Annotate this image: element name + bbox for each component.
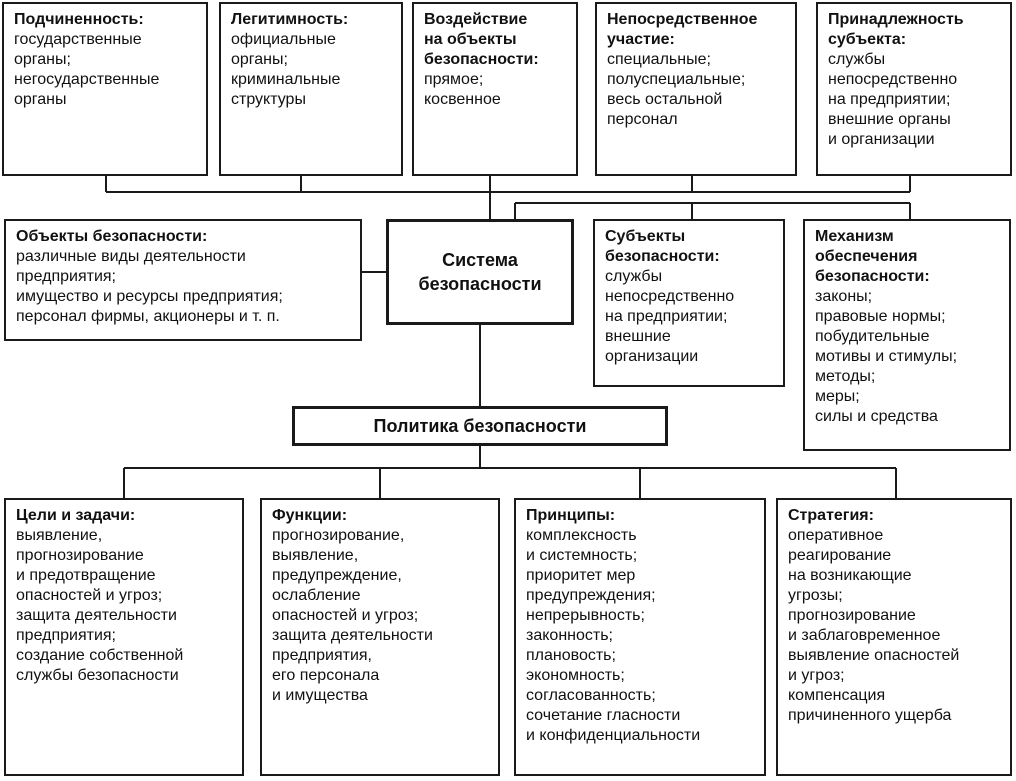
subordination-text: государственные органы; негосударственны… [14, 31, 160, 108]
legitimacy-text: официальные органы; криминальные структу… [231, 31, 341, 108]
direct-participation-text: специальные; полуспециальные; весь остал… [607, 51, 746, 128]
direct-participation-title: Непосредственное участие: [607, 11, 758, 48]
functions-title: Функции: [272, 507, 348, 524]
subject-affiliation-title: Принадлежность субъекта: [828, 11, 964, 48]
legitimacy-title: Легитимность: [231, 11, 349, 28]
security-mechanism-box: Механизм обеспечения безопасности: закон… [803, 219, 1011, 451]
impact-text: прямое; косвенное [424, 71, 501, 108]
legitimacy-box: Легитимность: официальные органы; кримин… [219, 2, 403, 176]
security-system-box: Система безопасности [386, 219, 574, 325]
functions-box: Функции: прогнозирование, выявление, пре… [260, 498, 500, 776]
strategy-box: Стратегия: оперативное реагирование на в… [776, 498, 1012, 776]
subject-affiliation-box: Принадлежность субъекта: службы непосред… [816, 2, 1012, 176]
security-mechanism-title: Механизм обеспечения безопасности: [815, 228, 930, 285]
direct-participation-box: Непосредственное участие: специальные; п… [595, 2, 797, 176]
security-system-label: Система безопасности [418, 250, 542, 294]
security-objects-text: различные виды деятельности предприятия;… [16, 248, 283, 325]
principles-box: Принципы: комплексность и системность; п… [514, 498, 766, 776]
principles-title: Принципы: [526, 507, 616, 524]
functions-text: прогнозирование, выявление, предупрежден… [272, 527, 433, 704]
security-subjects-box: Субъекты безопасности: службы непосредст… [593, 219, 785, 387]
subordination-title: Подчиненность: [14, 11, 144, 28]
impact-box: Воздействие на объекты безопасности: пря… [412, 2, 578, 176]
strategy-text: оперативное реагирование на возникающие … [788, 527, 960, 724]
impact-title: Воздействие на объекты безопасности: [424, 11, 539, 68]
security-subjects-title: Субъекты безопасности: [605, 228, 720, 265]
security-policy-box: Политика безопасности [292, 406, 668, 446]
security-policy-label: Политика безопасности [373, 416, 587, 436]
goals-text: выявление, прогнозирование и предотвраще… [16, 527, 184, 684]
subject-affiliation-text: службы непосредственно на предприятии; в… [828, 51, 958, 148]
strategy-title: Стратегия: [788, 507, 874, 524]
security-objects-title: Объекты безопасности: [16, 228, 208, 245]
security-subjects-text: службы непосредственно на предприятии; в… [605, 268, 735, 365]
security-mechanism-text: законы; правовые нормы; побудительные мо… [815, 288, 958, 425]
principles-text: комплексность и системность; приоритет м… [526, 527, 701, 744]
goals-box: Цели и задачи: выявление, прогнозировани… [4, 498, 244, 776]
goals-title: Цели и задачи: [16, 507, 136, 524]
security-objects-box: Объекты безопасности: различные виды дея… [4, 219, 362, 341]
subordination-box: Подчиненность: государственные органы; н… [2, 2, 208, 176]
